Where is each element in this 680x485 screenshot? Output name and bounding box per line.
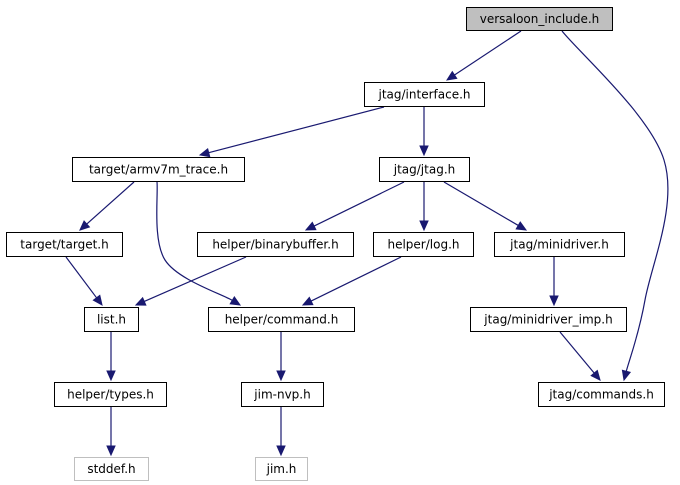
node-target-target[interactable]: target/target.h: [6, 232, 123, 257]
node-jtag-interface[interactable]: jtag/interface.h: [364, 82, 485, 107]
node-box: [255, 457, 308, 481]
node-box: [373, 232, 474, 257]
edge-target_armv7m_trace-to-target_target: [86, 181, 135, 225]
node-helper-types[interactable]: helper/types.h: [54, 382, 167, 407]
node-label: jim-nvp.h: [253, 388, 310, 402]
arrowhead-jtag_interface-to-target_armv7m_trace: [198, 147, 211, 158]
node-label: jtag/commands.h: [548, 388, 654, 402]
node-box: [197, 232, 354, 257]
edge-jtag_minidriver_imp-to-jtag_commands: [559, 331, 595, 374]
node-helper-binarybuffer[interactable]: helper/binarybuffer.h: [197, 232, 354, 257]
edge-versaloon_include-to-jtag_interface: [454, 30, 522, 76]
node-helper-command[interactable]: helper/command.h: [208, 307, 355, 332]
node-list[interactable]: list.h: [84, 307, 139, 332]
node-helper-log[interactable]: helper/log.h: [373, 232, 474, 257]
node-jtag-jtag[interactable]: jtag/jtag.h: [379, 157, 470, 182]
node-jtag-minidriver[interactable]: jtag/minidriver.h: [494, 232, 625, 257]
node-label: helper/binarybuffer.h: [212, 238, 338, 252]
node-versaloon-include[interactable]: versaloon_include.h: [466, 7, 613, 31]
node-label: helper/command.h: [225, 313, 339, 327]
arrowhead-target_armv7m_trace-to-helper_command: [229, 296, 242, 306]
arrowhead-jtag_jtag-to-helper_binarybuffer: [304, 221, 317, 231]
node-box: [364, 82, 485, 107]
arrowhead-jtag_jtag-to-helper_log: [419, 220, 429, 232]
arrowhead-helper_binarybuffer-to-list: [134, 296, 147, 306]
arrowhead-helper_log-to-helper_command: [301, 296, 314, 306]
node-label: jtag/minidriver.h: [509, 238, 609, 252]
node-label: helper/types.h: [67, 388, 154, 402]
edge-versaloon_include-to-jtag_commands: [561, 30, 669, 372]
node-label: jim.h: [266, 462, 297, 476]
arrowhead-target_armv7m_trace-to-target_target: [79, 220, 91, 231]
arrowhead-target_target-to-list: [92, 294, 103, 306]
node-box: [379, 157, 470, 182]
node-box: [538, 382, 665, 407]
edges-layer: [65, 30, 669, 457]
node-label: jtag/interface.h: [378, 88, 471, 102]
node-label: target/target.h: [20, 238, 108, 252]
node-box: [470, 307, 627, 332]
arrowhead-helper_command-to-jim_nvp: [276, 370, 286, 382]
arrowhead-helper_types-to-stddef: [106, 445, 116, 457]
node-label: list.h: [97, 313, 126, 327]
nodes-layer: versaloon_include.h jtag/interface.h targe…: [6, 7, 665, 481]
edge-target_target-to-list: [65, 256, 98, 299]
arrowhead-versaloon_include-to-jtag_commands: [621, 369, 632, 382]
node-box: [6, 232, 123, 257]
arrowhead-versaloon_include-to-jtag_interface: [445, 70, 458, 81]
node-box: [54, 382, 167, 407]
node-label: versaloon_include.h: [480, 12, 600, 26]
node-box: [241, 382, 324, 407]
edge-jtag_interface-to-target_armv7m_trace: [208, 106, 385, 154]
node-box: [466, 7, 613, 31]
node-label: target/armv7m_trace.h: [89, 163, 228, 177]
arrowhead-jtag_jtag-to-jtag_minidriver: [515, 221, 528, 231]
node-jtag-minidriver-imp[interactable]: jtag/minidriver_imp.h: [470, 307, 627, 332]
arrowhead-list-to-helper_types: [106, 370, 116, 382]
node-box: [72, 157, 245, 182]
arrowhead-jim_nvp-to-jim: [276, 445, 286, 457]
node-box: [74, 457, 149, 481]
arrowhead-jtag_interface-to-jtag_jtag: [419, 145, 429, 157]
node-jim[interactable]: jim.h: [255, 457, 308, 481]
edge-jtag_jtag-to-helper_binarybuffer: [313, 181, 405, 227]
node-label: jtag/minidriver_imp.h: [483, 313, 612, 327]
node-label: jtag/jtag.h: [393, 163, 455, 177]
arrowhead-jtag_minidriver-to-jtag_minidriver_imp: [549, 295, 559, 307]
node-box: [208, 307, 355, 332]
node-jtag-commands[interactable]: jtag/commands.h: [538, 382, 665, 407]
node-box: [494, 232, 625, 257]
node-label: helper/log.h: [387, 238, 459, 252]
edge-target_armv7m_trace-to-helper_command: [156, 181, 233, 301]
node-stddef[interactable]: stddef.h: [74, 457, 149, 481]
node-box: [84, 307, 139, 332]
node-target-armv7m-trace[interactable]: target/armv7m_trace.h: [72, 157, 245, 182]
edge-helper_binarybuffer-to-list: [144, 256, 247, 302]
node-label: stddef.h: [87, 462, 135, 476]
edge-jtag_jtag-to-jtag_minidriver: [443, 181, 519, 226]
arrowhead-jtag_minidriver_imp-to-jtag_commands: [590, 369, 601, 381]
node-jim-nvp[interactable]: jim-nvp.h: [241, 382, 324, 407]
edge-helper_log-to-helper_command: [310, 256, 402, 302]
